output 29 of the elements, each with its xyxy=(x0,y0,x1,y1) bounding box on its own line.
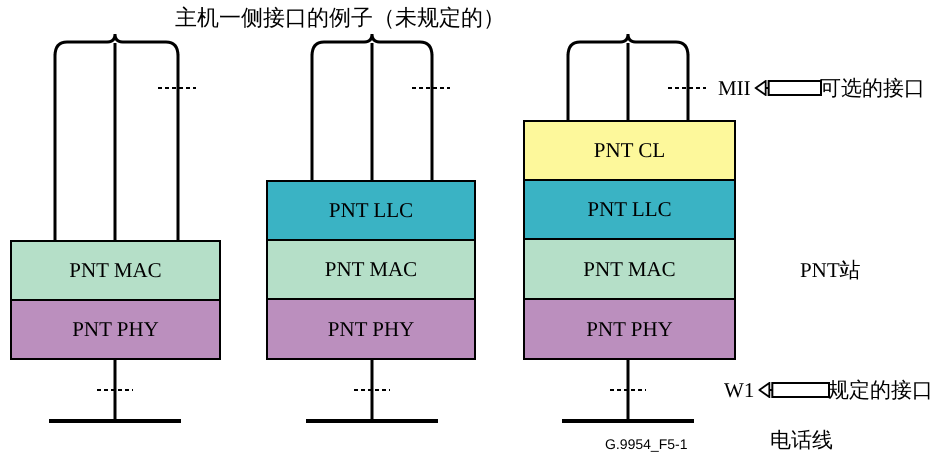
hollow-arrow xyxy=(754,80,822,96)
interface-line xyxy=(686,54,690,120)
interface-line xyxy=(370,43,374,180)
interface-line xyxy=(430,54,434,180)
interface-line xyxy=(626,43,630,120)
interface-line xyxy=(176,54,180,240)
protocol-layer: PNT LLC xyxy=(523,179,736,240)
protocol-layer: PNT PHY xyxy=(10,299,221,360)
interface-label: W1 xyxy=(724,378,754,402)
protocol-layer: PNT PHY xyxy=(266,298,476,360)
hollow-arrow xyxy=(758,382,830,398)
interface-line xyxy=(54,54,56,240)
protocol-layer: PNT PHY xyxy=(523,298,736,360)
protocol-layer: PNT MAC xyxy=(10,240,221,301)
interface-label: MII xyxy=(718,76,751,100)
brace xyxy=(310,32,434,56)
protocol-layer: PNT CL xyxy=(523,120,736,181)
brace-caption: 主机一侧接口的例子（未规定的） xyxy=(175,6,505,30)
station-label: PNT站 xyxy=(800,258,861,282)
protocol-layer: PNT MAC xyxy=(266,239,476,300)
figure-number: G.9954_F5-1 xyxy=(605,435,688,454)
interface-line xyxy=(566,54,570,120)
interface-line xyxy=(114,43,116,240)
brace xyxy=(54,32,180,56)
protocol-layer: PNT MAC xyxy=(523,238,736,300)
protocol-layer: PNT LLC xyxy=(266,180,476,241)
line-label: 电话线 xyxy=(770,428,833,452)
brace xyxy=(566,32,690,56)
interface-line xyxy=(310,54,314,180)
